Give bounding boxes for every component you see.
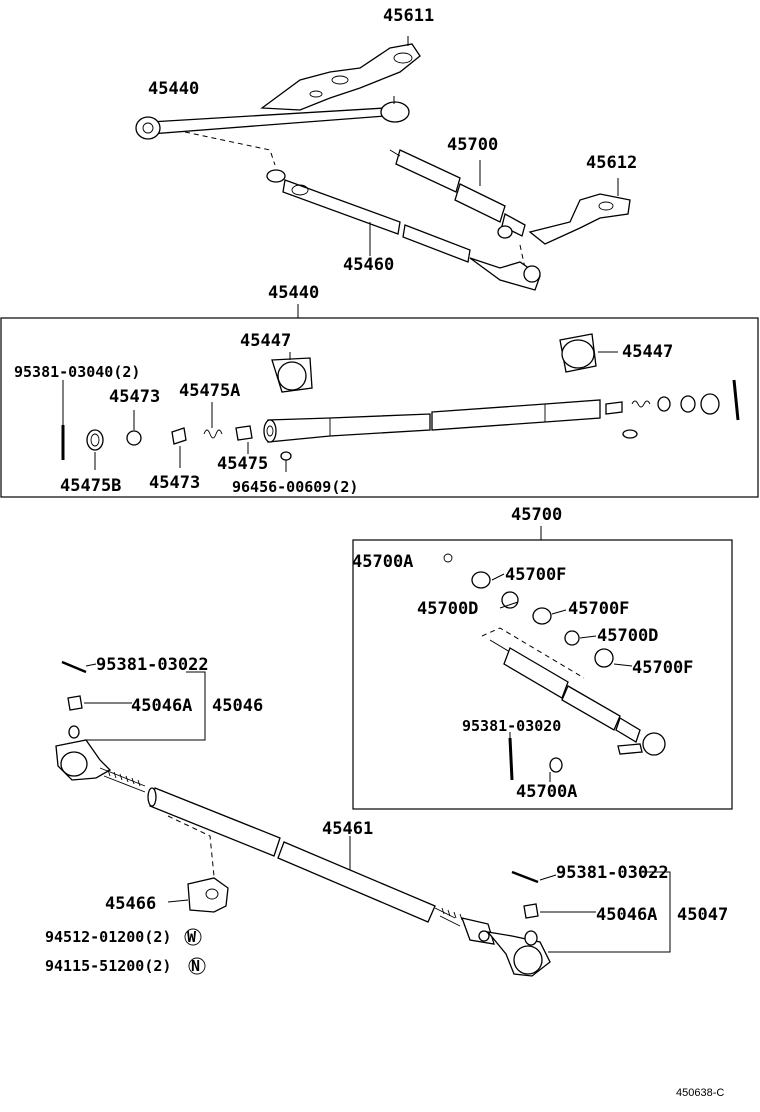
label-45700f-3: 45700F: [632, 658, 693, 678]
bushing-45700f-2: [532, 607, 552, 625]
label-45473-top: 45473: [109, 387, 160, 407]
plug-45475b: [86, 429, 104, 451]
washer-mark-n: N: [191, 957, 200, 975]
label-45440-top: 45440: [148, 79, 199, 99]
label-45700d-1: 45700D: [417, 599, 478, 619]
nut-45700a-top: [443, 553, 453, 563]
pitman-arm: [528, 193, 631, 245]
tie-rod-tube-left: [149, 787, 281, 857]
tie-rod-tube-right: [277, 841, 436, 923]
label-45046a-right: 45046A: [596, 905, 657, 925]
label-45460: 45460: [343, 255, 394, 275]
damper-body: [503, 647, 569, 699]
label-45700a-bottom: 45700A: [516, 782, 577, 802]
spring-seat-45475: [235, 425, 253, 441]
label-94115-51200: 94115-51200(2): [45, 957, 171, 975]
spring-45475a: [203, 429, 223, 439]
tie-rod-clamp: [187, 877, 229, 913]
label-94512-01200: 94512-01200(2): [45, 928, 171, 946]
bushing-45700d-2: [564, 630, 580, 646]
box-title-45440: 45440: [268, 283, 319, 303]
diagram-code: 450638-C: [676, 1087, 724, 1099]
relay-rod: [149, 107, 386, 135]
label-95381-03022-left: 95381-03022: [96, 655, 209, 675]
tie-rod-assembly: W N 95381-03022 45046A 45046 45461 45466…: [45, 655, 728, 977]
label-45700f-2: 45700F: [568, 599, 629, 619]
tie-rod-top: [282, 179, 401, 235]
label-45475b: 45475B: [60, 476, 121, 496]
bushing-45700f-1: [471, 571, 491, 589]
nut-left: [67, 695, 83, 711]
label-45466: 45466: [105, 894, 156, 914]
drag-link-tube: [267, 413, 431, 443]
label-45700-top: 45700: [447, 135, 498, 155]
label-45047: 45047: [677, 905, 728, 925]
nut-45700a-bottom: [549, 757, 563, 773]
label-45447-left: 45447: [240, 331, 291, 351]
label-96456-00609: 96456-00609(2): [232, 478, 358, 496]
label-45700f-1: 45700F: [505, 565, 566, 585]
bushing-45700d-1: [501, 591, 519, 609]
drag-link-box: 45440: [0, 283, 759, 498]
label-45046: 45046: [212, 696, 263, 716]
damper-box: 45700 45700A 45700F 45700D 45700F 45700D…: [352, 505, 733, 810]
label-95381-03040: 95381-03040(2): [14, 363, 140, 381]
label-45473-bottom: 45473: [149, 473, 200, 493]
idler-arm-bracket: [260, 43, 421, 111]
bushing-45700f-3: [594, 648, 614, 668]
washer-mark-w: W: [187, 928, 197, 946]
label-45475a: 45475A: [179, 381, 240, 401]
label-95381-03020: 95381-03020: [462, 717, 561, 735]
label-45700a-top: 45700A: [352, 552, 413, 572]
label-45475: 45475: [217, 454, 268, 474]
label-45700d-2: 45700D: [597, 626, 658, 646]
label-45447-right: 45447: [622, 342, 673, 362]
nut-right: [523, 903, 539, 919]
label-95381-03022-right: 95381-03022: [556, 863, 669, 883]
label-45611: 45611: [383, 6, 434, 26]
steering-damper-top: [395, 149, 461, 193]
label-45461: 45461: [322, 819, 373, 839]
seat-45473-right: [171, 427, 187, 445]
label-45612: 45612: [586, 153, 637, 173]
seat-45473-left: [126, 430, 142, 446]
box-title-45700: 45700: [511, 505, 562, 525]
top-assembly: 45611 45440 45700 45612 45460: [135, 6, 637, 291]
label-45046a-left: 45046A: [131, 696, 192, 716]
